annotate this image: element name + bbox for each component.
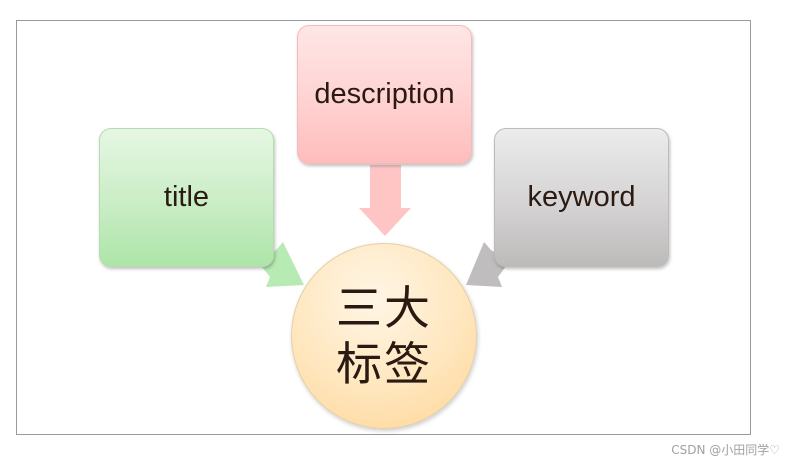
- node-title-label: title: [163, 181, 210, 213]
- arrow-title-to-center: [258, 242, 304, 287]
- node-keyword: keyword: [494, 128, 669, 267]
- node-keyword-label: keyword: [527, 181, 636, 213]
- watermark: CSDN @小田同学♡: [671, 443, 780, 457]
- arrow-keyword-to-center: [466, 242, 509, 287]
- node-description-label: description: [314, 78, 455, 110]
- node-center-label: 三大标签: [336, 281, 432, 391]
- node-title: title: [99, 128, 274, 267]
- arrow-description-to-center: [359, 165, 411, 236]
- node-description: description: [297, 25, 472, 164]
- node-center: 三大标签: [291, 243, 477, 429]
